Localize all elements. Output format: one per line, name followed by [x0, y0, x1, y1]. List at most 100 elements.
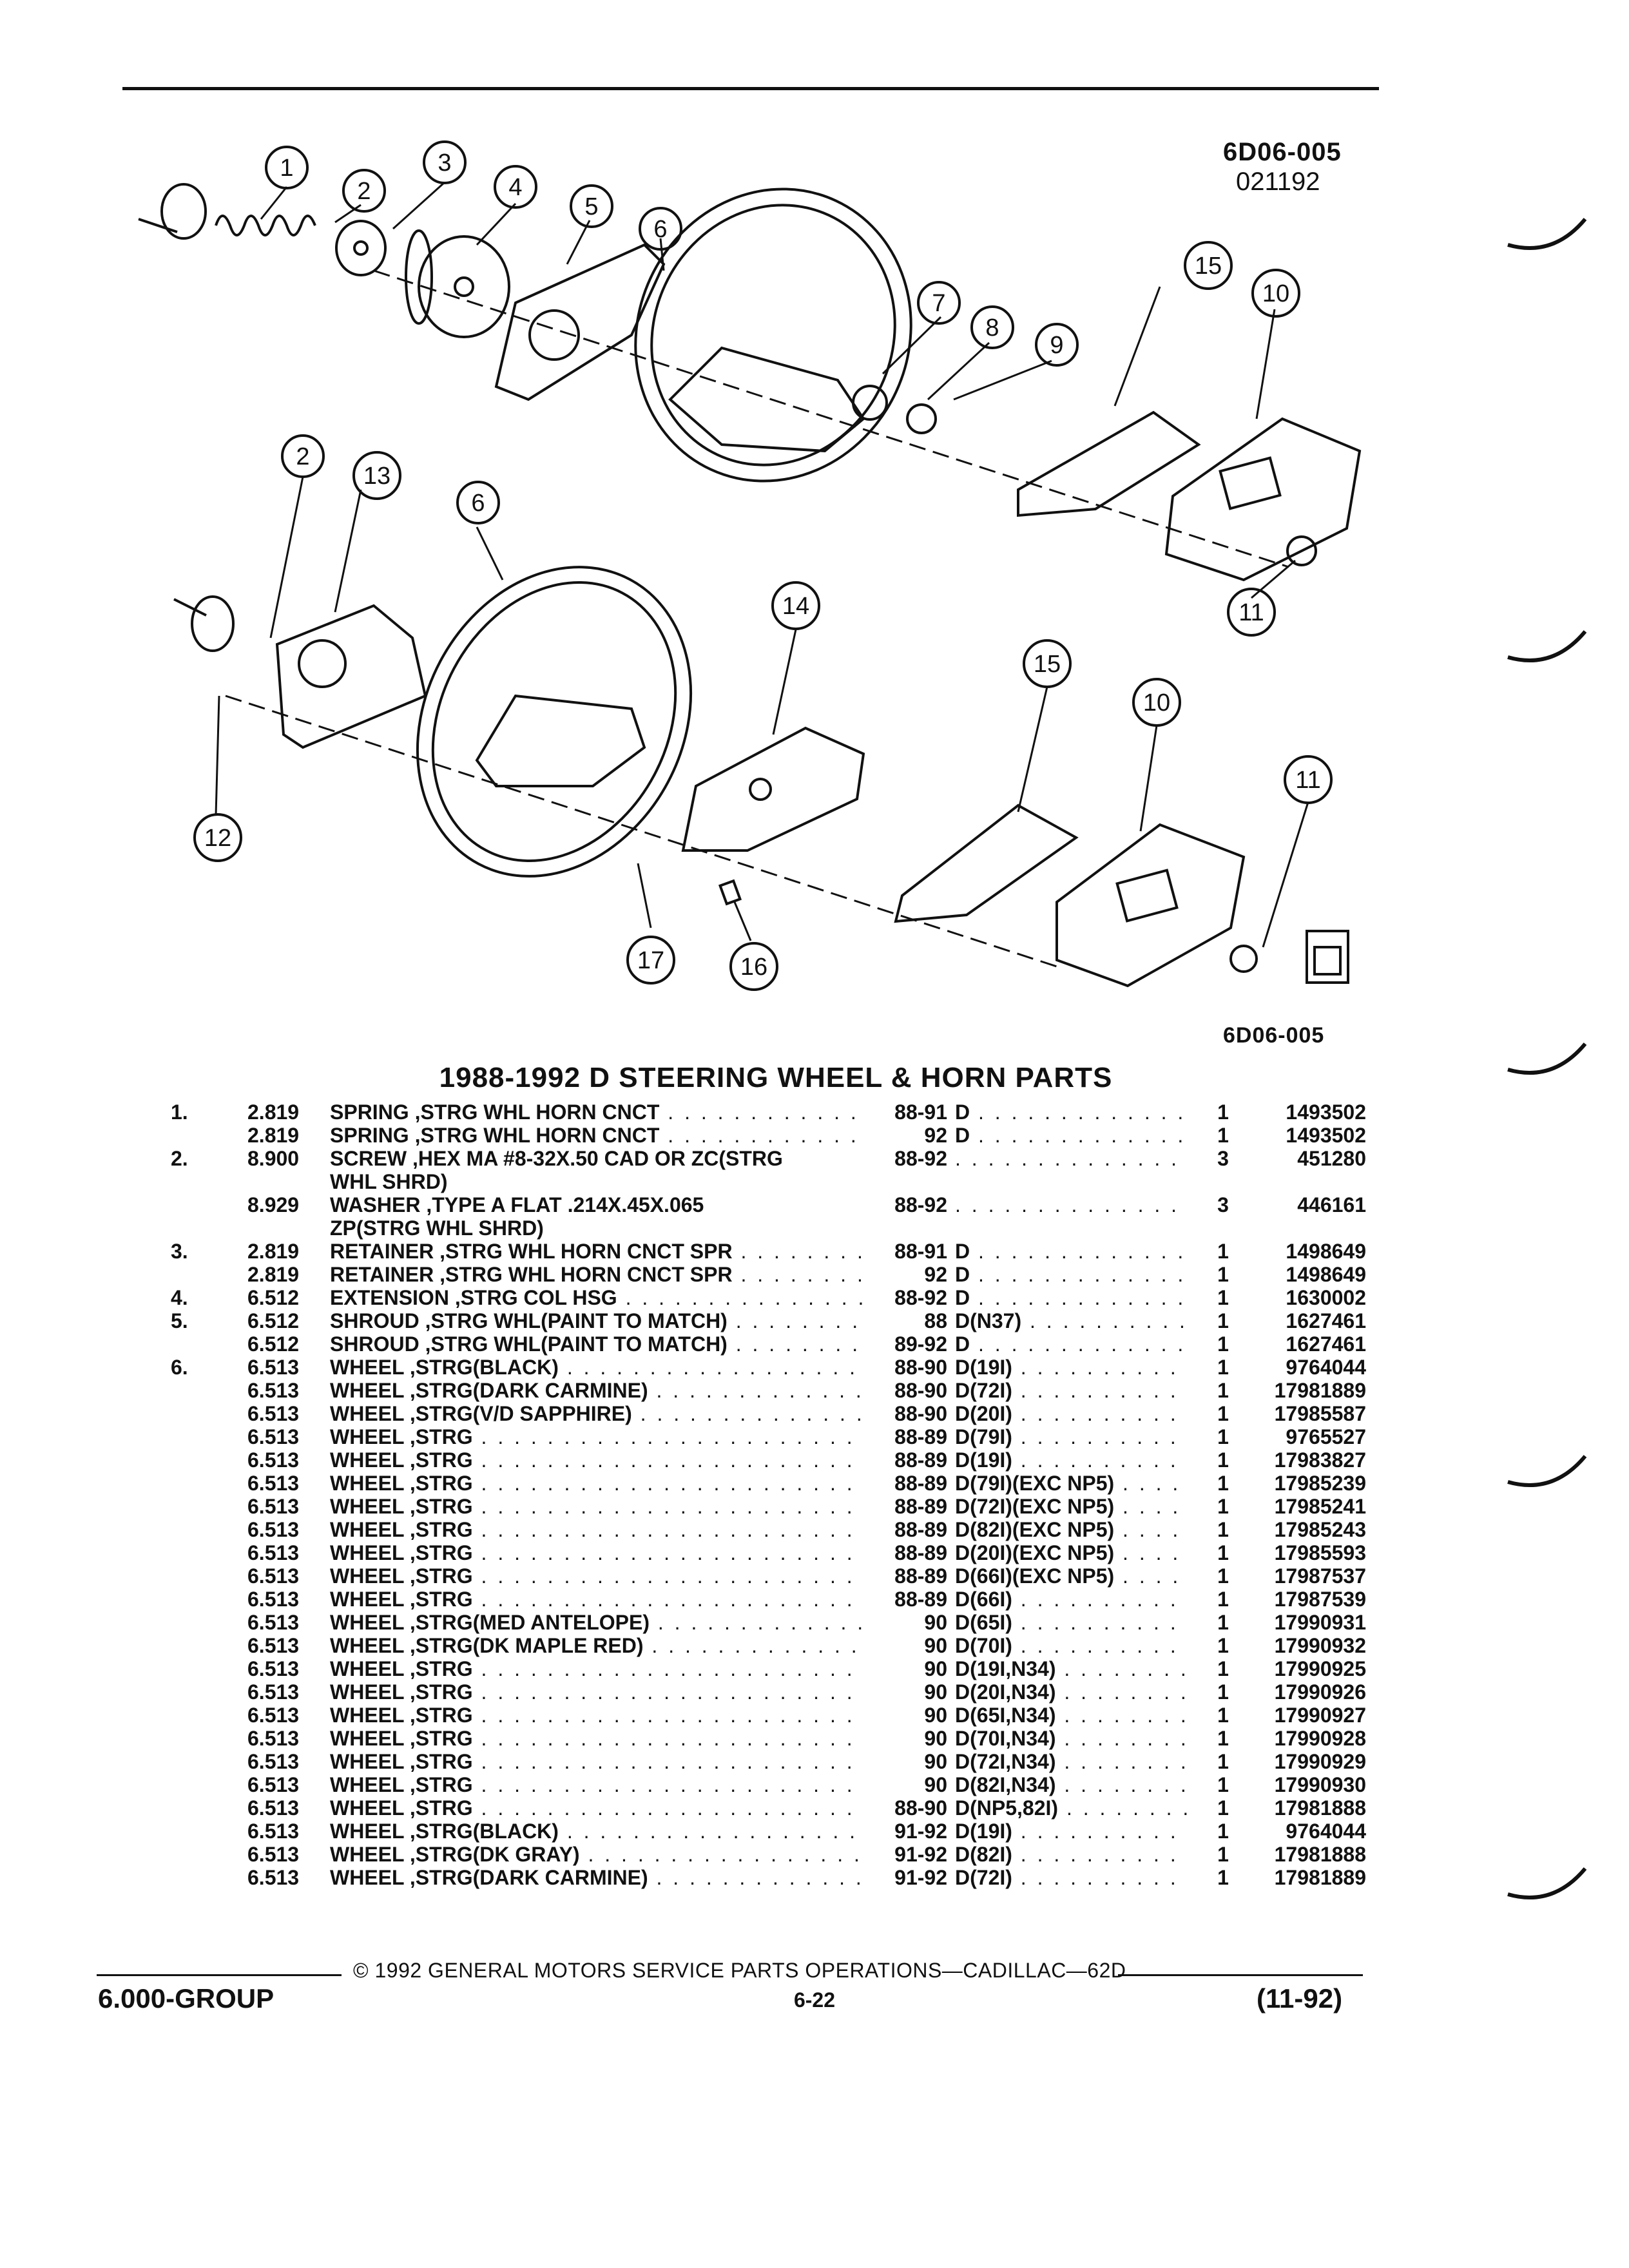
- callout-8: 8: [985, 314, 999, 341]
- callout-10-lower: 10: [1143, 689, 1170, 716]
- gm-spo-icon: [1306, 930, 1349, 984]
- model-years: 88-89: [894, 1472, 947, 1495]
- option-code: D(72I) . . . . . . . . . . . . . . . . .…: [955, 1866, 1187, 1889]
- group-number: 6.513: [247, 1657, 300, 1680]
- part-number: 17990931: [1274, 1611, 1366, 1634]
- part-number: 17983827: [1274, 1448, 1366, 1472]
- part-description: WHEEL ,STRG . . . . . . . . . . . . . . …: [330, 1773, 865, 1796]
- option-code: D . . . . . . . . . . . . . . . . . . . …: [955, 1263, 1187, 1286]
- callout-6-lower: 6: [471, 490, 485, 517]
- group-number: 6.513: [247, 1356, 300, 1379]
- quantity: 1: [1217, 1425, 1229, 1448]
- model-years: 91-92: [894, 1843, 947, 1866]
- group-number: 6.513: [247, 1820, 300, 1843]
- part-description: WHEEL ,STRG(DK GRAY) . . . . . . . . . .…: [330, 1843, 865, 1866]
- exploded-view-diagram: 1 2 3 4 5 6 7 8 9 15 10 11 2 13 6 14 15 …: [138, 140, 1362, 991]
- model-years: 88-90: [894, 1356, 947, 1379]
- part-number: 17985593: [1274, 1541, 1366, 1564]
- callout-10: 10: [1262, 280, 1289, 307]
- quantity: 1: [1217, 1727, 1229, 1750]
- group-label: 6.000-GROUP: [98, 1983, 275, 2013]
- quantity: 1: [1217, 1541, 1229, 1564]
- model-years: 91-92: [894, 1866, 947, 1889]
- option-code: D(79I)(EXC NP5) . . . . . . . . . . . . …: [955, 1472, 1187, 1495]
- item-number: 1.: [171, 1100, 188, 1124]
- model-years: 88-89: [894, 1564, 947, 1588]
- quantity: 1: [1217, 1379, 1229, 1402]
- quantity: 1: [1217, 1564, 1229, 1588]
- quantity: 1: [1217, 1263, 1229, 1286]
- part-description: WHEEL ,STRG . . . . . . . . . . . . . . …: [330, 1657, 865, 1680]
- quantity: 1: [1217, 1100, 1229, 1124]
- model-years: 90: [924, 1727, 947, 1750]
- callout-14: 14: [782, 593, 809, 620]
- quantity: 1: [1217, 1124, 1229, 1147]
- part-description: WHEEL ,STRG(DK MAPLE RED) . . . . . . . …: [330, 1634, 865, 1657]
- part-description: WHEEL ,STRG . . . . . . . . . . . . . . …: [330, 1704, 865, 1727]
- part-number: 17981888: [1274, 1843, 1366, 1866]
- option-code: D . . . . . . . . . . . . . . . . . . . …: [955, 1124, 1187, 1147]
- group-number: 2.819: [247, 1263, 300, 1286]
- callout-1: 1: [280, 155, 293, 182]
- model-years: 90: [924, 1611, 947, 1634]
- model-years: 88-89: [894, 1541, 947, 1564]
- parts-row: 2.819 RETAINER ,STRG WHL HORN CNCT SPR . …: [0, 1263, 1629, 1286]
- group-number: 8.929: [247, 1193, 300, 1216]
- parts-row: 6.513 WHEEL ,STRG(DK MAPLE RED) . . . . .…: [0, 1634, 1629, 1657]
- part-description: RETAINER ,STRG WHL HORN CNCT SPR . . . .…: [330, 1263, 865, 1286]
- group-number: 6.513: [247, 1611, 300, 1634]
- model-years: 88: [924, 1309, 947, 1332]
- group-number: 6.512: [247, 1332, 300, 1356]
- callout-2-lower: 2: [296, 443, 309, 470]
- group-number: 6.513: [247, 1704, 300, 1727]
- part-description-continued: ZP(STRG WHL SHRD): [330, 1216, 544, 1240]
- option-code: D(66I) . . . . . . . . . . . . . . . . .…: [955, 1588, 1187, 1611]
- quantity: 1: [1217, 1472, 1229, 1495]
- model-years: 91-92: [894, 1820, 947, 1843]
- option-code: D . . . . . . . . . . . . . . . . . . . …: [955, 1240, 1187, 1263]
- group-number: 6.513: [247, 1634, 300, 1657]
- option-code: D(79I) . . . . . . . . . . . . . . . . .…: [955, 1425, 1187, 1448]
- quantity: 1: [1217, 1657, 1229, 1680]
- quantity: 1: [1217, 1680, 1229, 1704]
- option-code: D(NP5,82I) . . . . . . . . . . . . . . .…: [955, 1796, 1187, 1820]
- part-number: 1498649: [1286, 1263, 1366, 1286]
- option-code: D(20I,N34) . . . . . . . . . . . . . . .…: [955, 1680, 1187, 1704]
- model-years: 88-89: [894, 1425, 947, 1448]
- quantity: 1: [1217, 1843, 1229, 1866]
- callout-9: 9: [1050, 332, 1063, 359]
- option-code: D(65I) . . . . . . . . . . . . . . . . .…: [955, 1611, 1187, 1634]
- parts-row-continuation: ZP(STRG WHL SHRD): [0, 1216, 1629, 1240]
- quantity: 1: [1217, 1588, 1229, 1611]
- part-number: 9764044: [1286, 1356, 1366, 1379]
- group-number: 6.513: [247, 1379, 300, 1402]
- part-number: 9765527: [1286, 1425, 1366, 1448]
- part-description-continued: WHL SHRD): [330, 1170, 448, 1193]
- item-number: 4.: [171, 1286, 188, 1309]
- quantity: 1: [1217, 1820, 1229, 1843]
- part-number: 17987539: [1274, 1588, 1366, 1611]
- part-description: SPRING ,STRG WHL HORN CNCT . . . . . . .…: [330, 1124, 865, 1147]
- model-years: 88-89: [894, 1495, 947, 1518]
- option-code: D(N37) . . . . . . . . . . . . . . . . .…: [955, 1309, 1187, 1332]
- group-number: 2.819: [247, 1124, 300, 1147]
- part-number: 17990930: [1274, 1773, 1366, 1796]
- revision-date: (11-92): [1257, 1983, 1343, 2013]
- quantity: 1: [1217, 1866, 1229, 1889]
- part-description: WHEEL ,STRG . . . . . . . . . . . . . . …: [330, 1495, 865, 1518]
- part-description: WHEEL ,STRG(BLACK) . . . . . . . . . . .…: [330, 1356, 865, 1379]
- part-number: 17990927: [1274, 1704, 1366, 1727]
- part-number: 1493502: [1286, 1100, 1366, 1124]
- group-number: 6.512: [247, 1309, 300, 1332]
- quantity: 1: [1217, 1634, 1229, 1657]
- figure-code-top: 6D06-005: [1223, 138, 1342, 166]
